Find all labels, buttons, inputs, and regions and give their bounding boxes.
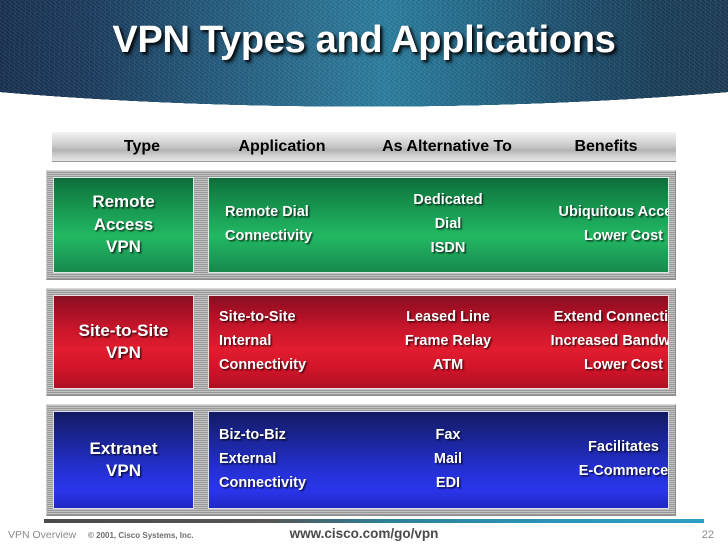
alternative-item: Frame Relay bbox=[404, 333, 492, 350]
benefit-item: Facilitates bbox=[588, 439, 659, 456]
alternative-item: Leased Line bbox=[406, 309, 490, 326]
table-row-extranet-vpn: Extranet VPN Biz-to-Biz External Connect… bbox=[46, 404, 676, 516]
benefit-item: Increased Bandwidth bbox=[550, 333, 669, 350]
type-label-line: VPN bbox=[106, 343, 141, 362]
type-label-line: Remote bbox=[92, 192, 155, 212]
application-column: Site-to-Site Internal Connectivity bbox=[217, 296, 367, 388]
type-label-line: Access bbox=[93, 214, 154, 234]
title-banner: VPN Types and Applications bbox=[0, 0, 728, 112]
benefit-item: Lower Cost bbox=[584, 356, 663, 373]
alternative-column: Leased Line Frame Relay ATM bbox=[367, 296, 529, 388]
column-header-application: Application bbox=[238, 138, 326, 155]
banner-background bbox=[0, 0, 728, 112]
alternative-column: Dedicated Dial ISDN bbox=[367, 178, 529, 272]
application-item: Connectivity bbox=[219, 474, 307, 491]
type-label-line: VPN bbox=[106, 461, 141, 480]
alternative-item: EDI bbox=[435, 474, 461, 491]
application-item: Connectivity bbox=[225, 228, 313, 244]
footer-page-number: 22 bbox=[701, 529, 714, 541]
application-item: Biz-to-Biz bbox=[219, 427, 286, 444]
application-item: Remote Dial bbox=[225, 204, 309, 221]
type-label-line: VPN bbox=[106, 237, 141, 257]
benefit-item: Lower Cost bbox=[584, 228, 663, 244]
type-cell-site-to-site-vpn: Site-to-Site VPN bbox=[53, 295, 194, 389]
alternative-item: Fax bbox=[435, 427, 461, 444]
column-header-type: Type bbox=[123, 138, 161, 155]
detail-cell-site-to-site-vpn: Site-to-Site Internal Connectivity Lease… bbox=[208, 295, 669, 389]
alternative-item: ISDN bbox=[430, 239, 466, 256]
alternative-column: Fax Mail EDI bbox=[367, 412, 529, 508]
column-header-alternative: As Alternative To bbox=[382, 138, 512, 155]
page-title: VPN Types and Applications bbox=[112, 19, 616, 61]
detail-cell-remote-access-vpn: Remote Dial Connectivity Dedicated Dial … bbox=[208, 177, 669, 273]
type-label-line: Site-to-Site bbox=[78, 320, 169, 340]
detail-cell-extranet-vpn: Biz-to-Biz External Connectivity Fax Mai… bbox=[208, 411, 669, 509]
column-header-benefits: Benefits bbox=[574, 138, 638, 155]
type-label: Site-to-Site VPN bbox=[75, 320, 173, 365]
table-row-site-to-site-vpn: Site-to-Site VPN Site-to-Site Internal C… bbox=[46, 288, 676, 396]
benefits-column: Ubiquitous Access Lower Cost bbox=[531, 178, 669, 272]
application-item: Connectivity bbox=[219, 356, 307, 373]
alternative-item: ATM bbox=[432, 356, 464, 373]
type-label: Remote Access VPN bbox=[88, 191, 158, 258]
type-label: Extranet VPN bbox=[85, 438, 161, 483]
footer-divider bbox=[44, 519, 704, 523]
benefits-column: Extend Connectivity Increased Bandwidth … bbox=[531, 296, 669, 388]
benefit-item: Extend Connectivity bbox=[553, 309, 669, 326]
type-label-line: Extranet bbox=[89, 438, 158, 458]
application-item: External bbox=[219, 451, 277, 468]
benefits-column: Facilitates E-Commerce bbox=[531, 412, 669, 508]
alternative-item: Dedicated bbox=[413, 192, 483, 209]
table-row-remote-access-vpn: Remote Access VPN Remote Dial Connectivi… bbox=[46, 170, 676, 280]
application-item: Site-to-Site bbox=[219, 309, 296, 326]
type-cell-remote-access-vpn: Remote Access VPN bbox=[53, 177, 194, 273]
footer-copyright: © 2001, Cisco Systems, Inc. bbox=[88, 531, 194, 540]
benefit-item: E-Commerce bbox=[578, 463, 669, 479]
type-cell-extranet-vpn: Extranet VPN bbox=[53, 411, 194, 509]
footer-deck-title: VPN Overview bbox=[8, 529, 77, 541]
alternative-item: Dial bbox=[434, 216, 462, 233]
footer-url: www.cisco.com/go/vpn bbox=[289, 526, 439, 541]
application-column: Remote Dial Connectivity bbox=[217, 178, 373, 272]
application-column: Biz-to-Biz External Connectivity bbox=[217, 412, 367, 508]
column-header-bar: Type Application As Alternative To Benef… bbox=[52, 132, 676, 162]
benefit-item: Ubiquitous Access bbox=[558, 204, 669, 221]
alternative-item: Mail bbox=[433, 451, 463, 468]
application-item: Internal bbox=[219, 333, 272, 350]
